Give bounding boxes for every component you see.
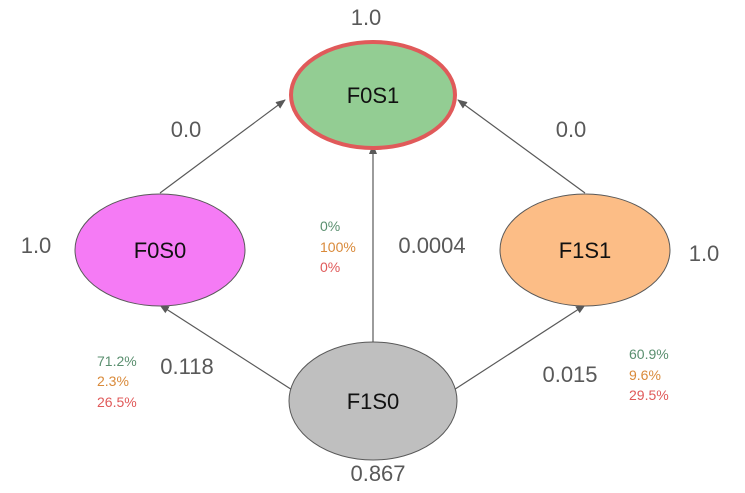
edge-f1s0-to-f0s1-breakdown: 0% 100% 0%: [320, 218, 356, 275]
node-f1s1-value: 1.0: [689, 241, 720, 266]
edge-f0s0-to-f0s1-weight: 0.0: [171, 117, 202, 142]
breakdown-green: 71.2%: [97, 353, 137, 369]
breakdown-green: 0%: [320, 218, 340, 234]
edge-f0s0-to-f0s1: [159, 99, 286, 194]
edge-f1s0-to-f1s1-breakdown: 60.9% 9.6% 29.5%: [629, 346, 669, 403]
breakdown-orange: 100%: [320, 239, 356, 255]
node-f1s1: F1S1: [499, 193, 671, 307]
edge-f1s1-to-f0s1-weight: 0.0: [556, 117, 587, 142]
node-f0s1: F0S1: [289, 40, 457, 150]
breakdown-red: 0%: [320, 259, 340, 275]
node-f1s0-label: F1S0: [347, 389, 400, 414]
edge-f1s1-to-f0s1: [457, 99, 586, 194]
node-f1s0-shape: [288, 341, 458, 461]
node-f1s1-label: F1S1: [559, 238, 612, 263]
node-f0s0-label: F0S0: [134, 238, 187, 263]
node-f1s0: F1S0: [288, 341, 458, 461]
edge-f1s0-to-f1s1: [445, 304, 586, 396]
breakdown-red: 26.5%: [97, 394, 137, 410]
node-f0s1-shape: [289, 40, 457, 150]
edge-f1s0-to-f0s0: [159, 304, 301, 396]
node-f1s0-value: 0.867: [350, 461, 405, 486]
breakdown-red: 29.5%: [629, 387, 669, 403]
node-f1s1-shape: [499, 193, 671, 307]
node-f0s0: F0S0: [74, 193, 246, 307]
edge-f1s0-to-f0s0-weight: 0.118: [160, 354, 213, 379]
breakdown-green: 60.9%: [629, 346, 669, 362]
edges: [159, 99, 586, 396]
edge-f1s0-to-f0s1-weight: 0.0004: [398, 233, 465, 258]
node-f0s0-shape: [74, 193, 246, 307]
node-f0s1-value: 1.0: [351, 5, 382, 30]
breakdown-orange: 2.3%: [97, 373, 129, 389]
node-f0s1-label: F0S1: [347, 83, 400, 108]
edge-f1s0-to-f1s1-weight: 0.015: [542, 362, 597, 387]
edge-f1s0-to-f0s0-breakdown: 71.2% 2.3% 26.5%: [97, 353, 137, 410]
breakdown-orange: 9.6%: [629, 367, 661, 383]
node-f0s0-value: 1.0: [21, 233, 52, 258]
